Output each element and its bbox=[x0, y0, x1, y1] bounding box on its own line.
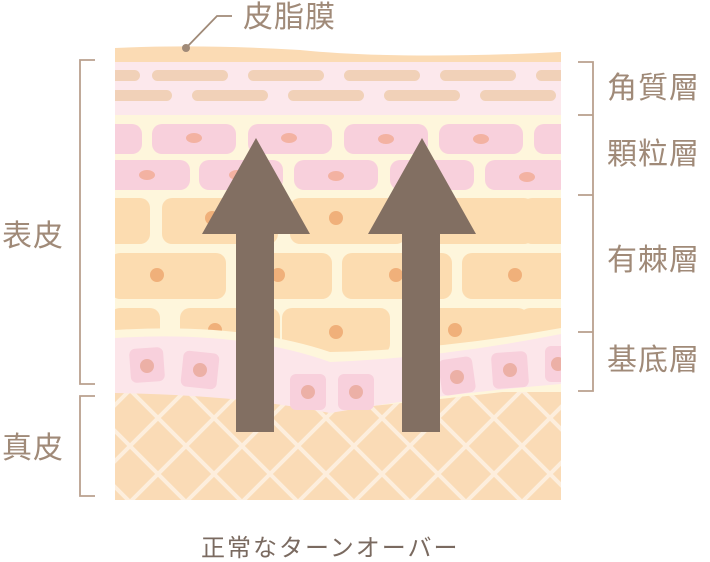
sebum-film bbox=[115, 46, 561, 62]
sebum-leader bbox=[185, 15, 232, 49]
label-stratum-spinosum: 有棘層 bbox=[607, 243, 700, 278]
label-sebum-film: 皮脂膜 bbox=[243, 0, 336, 35]
corneum-layer bbox=[115, 60, 561, 115]
arrow-up-icon bbox=[368, 138, 476, 432]
label-stratum-granulosum: 顆粒層 bbox=[607, 137, 700, 172]
label-dermis: 真皮 bbox=[2, 431, 64, 466]
arrow-up-icon bbox=[202, 138, 310, 432]
label-epidermis: 表皮 bbox=[2, 219, 64, 254]
left-brackets bbox=[79, 59, 95, 497]
upward-arrows bbox=[202, 138, 476, 432]
label-stratum-basale: 基底層 bbox=[607, 343, 700, 378]
diagram-caption: 正常なターンオーバー bbox=[201, 534, 460, 562]
right-brackets bbox=[578, 61, 594, 392]
label-stratum-corneum: 角質層 bbox=[607, 71, 700, 106]
